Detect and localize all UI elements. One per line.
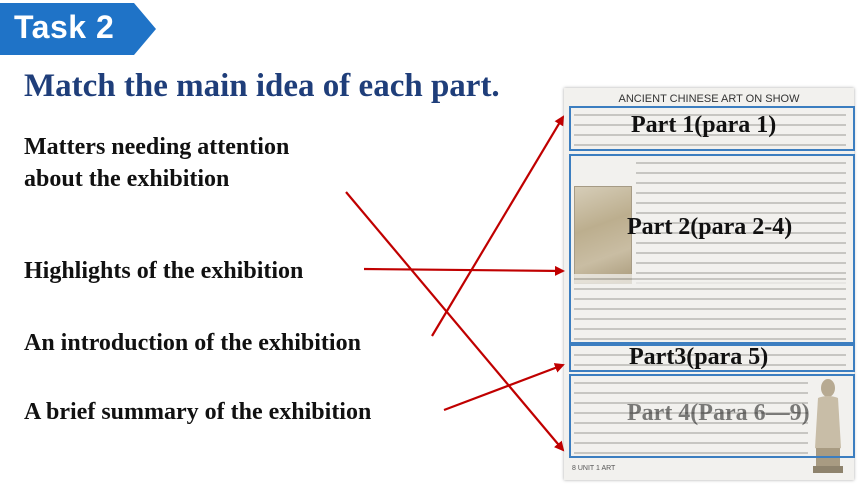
- part-4-label: Part 4(Para 6—9): [627, 400, 810, 426]
- article-text-para-6-9: [574, 378, 808, 458]
- article-page: ANCIENT CHINESE ART ON SHOW 8 UNIT 1 ART: [564, 88, 854, 480]
- page-title: Match the main idea of each part.: [24, 68, 500, 104]
- arrow-attention-to-part-4: [345, 191, 565, 452]
- part-1-box: [569, 106, 855, 151]
- idea-option-attention-line1: Matters needing attention: [24, 134, 290, 160]
- article-text-para-4: [574, 274, 846, 346]
- part-3-box: [569, 344, 855, 372]
- part-3-label: Part3(para 5): [629, 344, 769, 370]
- task-badge: Task 2: [0, 3, 156, 55]
- idea-option-summary[interactable]: A brief summary of the exhibition: [24, 399, 372, 425]
- landscape-painting-image: [574, 186, 632, 284]
- article-text-para-2b: [636, 188, 846, 288]
- page-footer: 8 UNIT 1 ART: [572, 465, 616, 472]
- article-heading: ANCIENT CHINESE ART ON SHOW: [618, 93, 800, 105]
- part-1-label: Part 1(para 1): [631, 112, 777, 138]
- article-text-para-5: [574, 350, 846, 366]
- part-4-box: [569, 374, 855, 458]
- part-2-label: Part 2(para 2-4): [627, 214, 793, 240]
- arrow-introduction-to-part-1: [431, 115, 565, 337]
- arrow-highlights-to-part-2: [363, 265, 565, 276]
- article-text-para-2a: [636, 158, 846, 184]
- part-2-box: [569, 154, 855, 344]
- buddha-statue-image: [813, 379, 843, 473]
- arrow-summary-to-part-3: [443, 363, 565, 412]
- idea-option-attention[interactable]: Matters needing attention about the exhi…: [24, 131, 289, 195]
- article-text-para-1: [574, 110, 846, 150]
- task-badge-shape: [0, 3, 156, 55]
- idea-option-attention-line2: about the exhibition: [24, 166, 230, 192]
- idea-option-introduction[interactable]: An introduction of the exhibition: [24, 330, 361, 356]
- task-label: Task 2: [14, 9, 115, 45]
- idea-option-highlights[interactable]: Highlights of the exhibition: [24, 258, 304, 284]
